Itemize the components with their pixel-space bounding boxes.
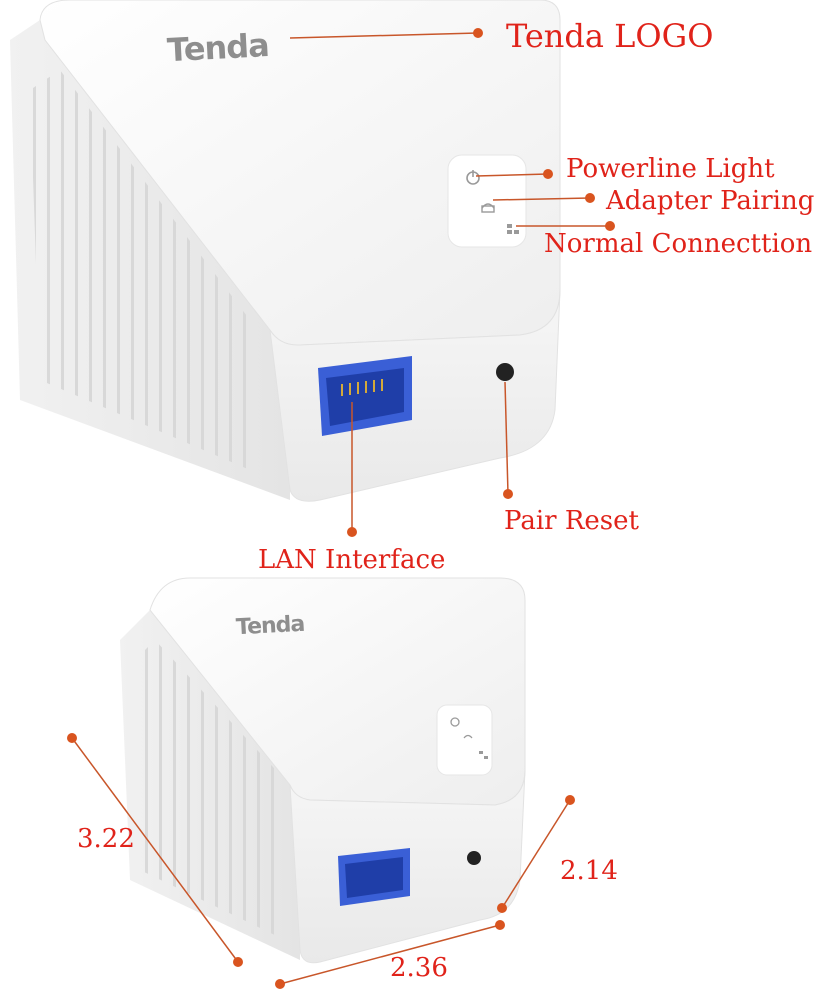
device-large: Tenda (10, 0, 561, 502)
power-led-icon (466, 170, 480, 185)
ethernet-led-icon (507, 224, 519, 234)
dimension-lines (67, 733, 575, 989)
callout-normal-connection: Normal Connecttion (544, 229, 813, 259)
tenda-logo: Tenda (166, 26, 269, 69)
device-small: Tenda (120, 577, 526, 964)
callout-adapter-pairing: Adapter Pairing (606, 186, 815, 216)
callout-lan-interface: LAN Interface (258, 545, 446, 575)
tenda-logo-small: Tenda (235, 612, 305, 641)
lan-port (318, 356, 412, 436)
pairing-led-icon (481, 203, 495, 213)
callout-pair-reset: Pair Reset (504, 506, 639, 536)
led-panel (447, 154, 527, 248)
callout-logo: Tenda LOGO (506, 17, 714, 55)
reset-button-small (467, 851, 481, 865)
callout-powerline-light: Powerline Light (566, 154, 775, 184)
side-vents (30, 70, 250, 470)
led-panel-small (436, 704, 493, 776)
reset-button (496, 363, 514, 381)
dimension-depth-label: 2.14 (560, 856, 618, 886)
leader-lines (289, 28, 615, 537)
dimension-height-label: 3.22 (77, 824, 135, 854)
dimension-width-label: 2.36 (390, 953, 448, 983)
lan-port-small (338, 848, 410, 906)
